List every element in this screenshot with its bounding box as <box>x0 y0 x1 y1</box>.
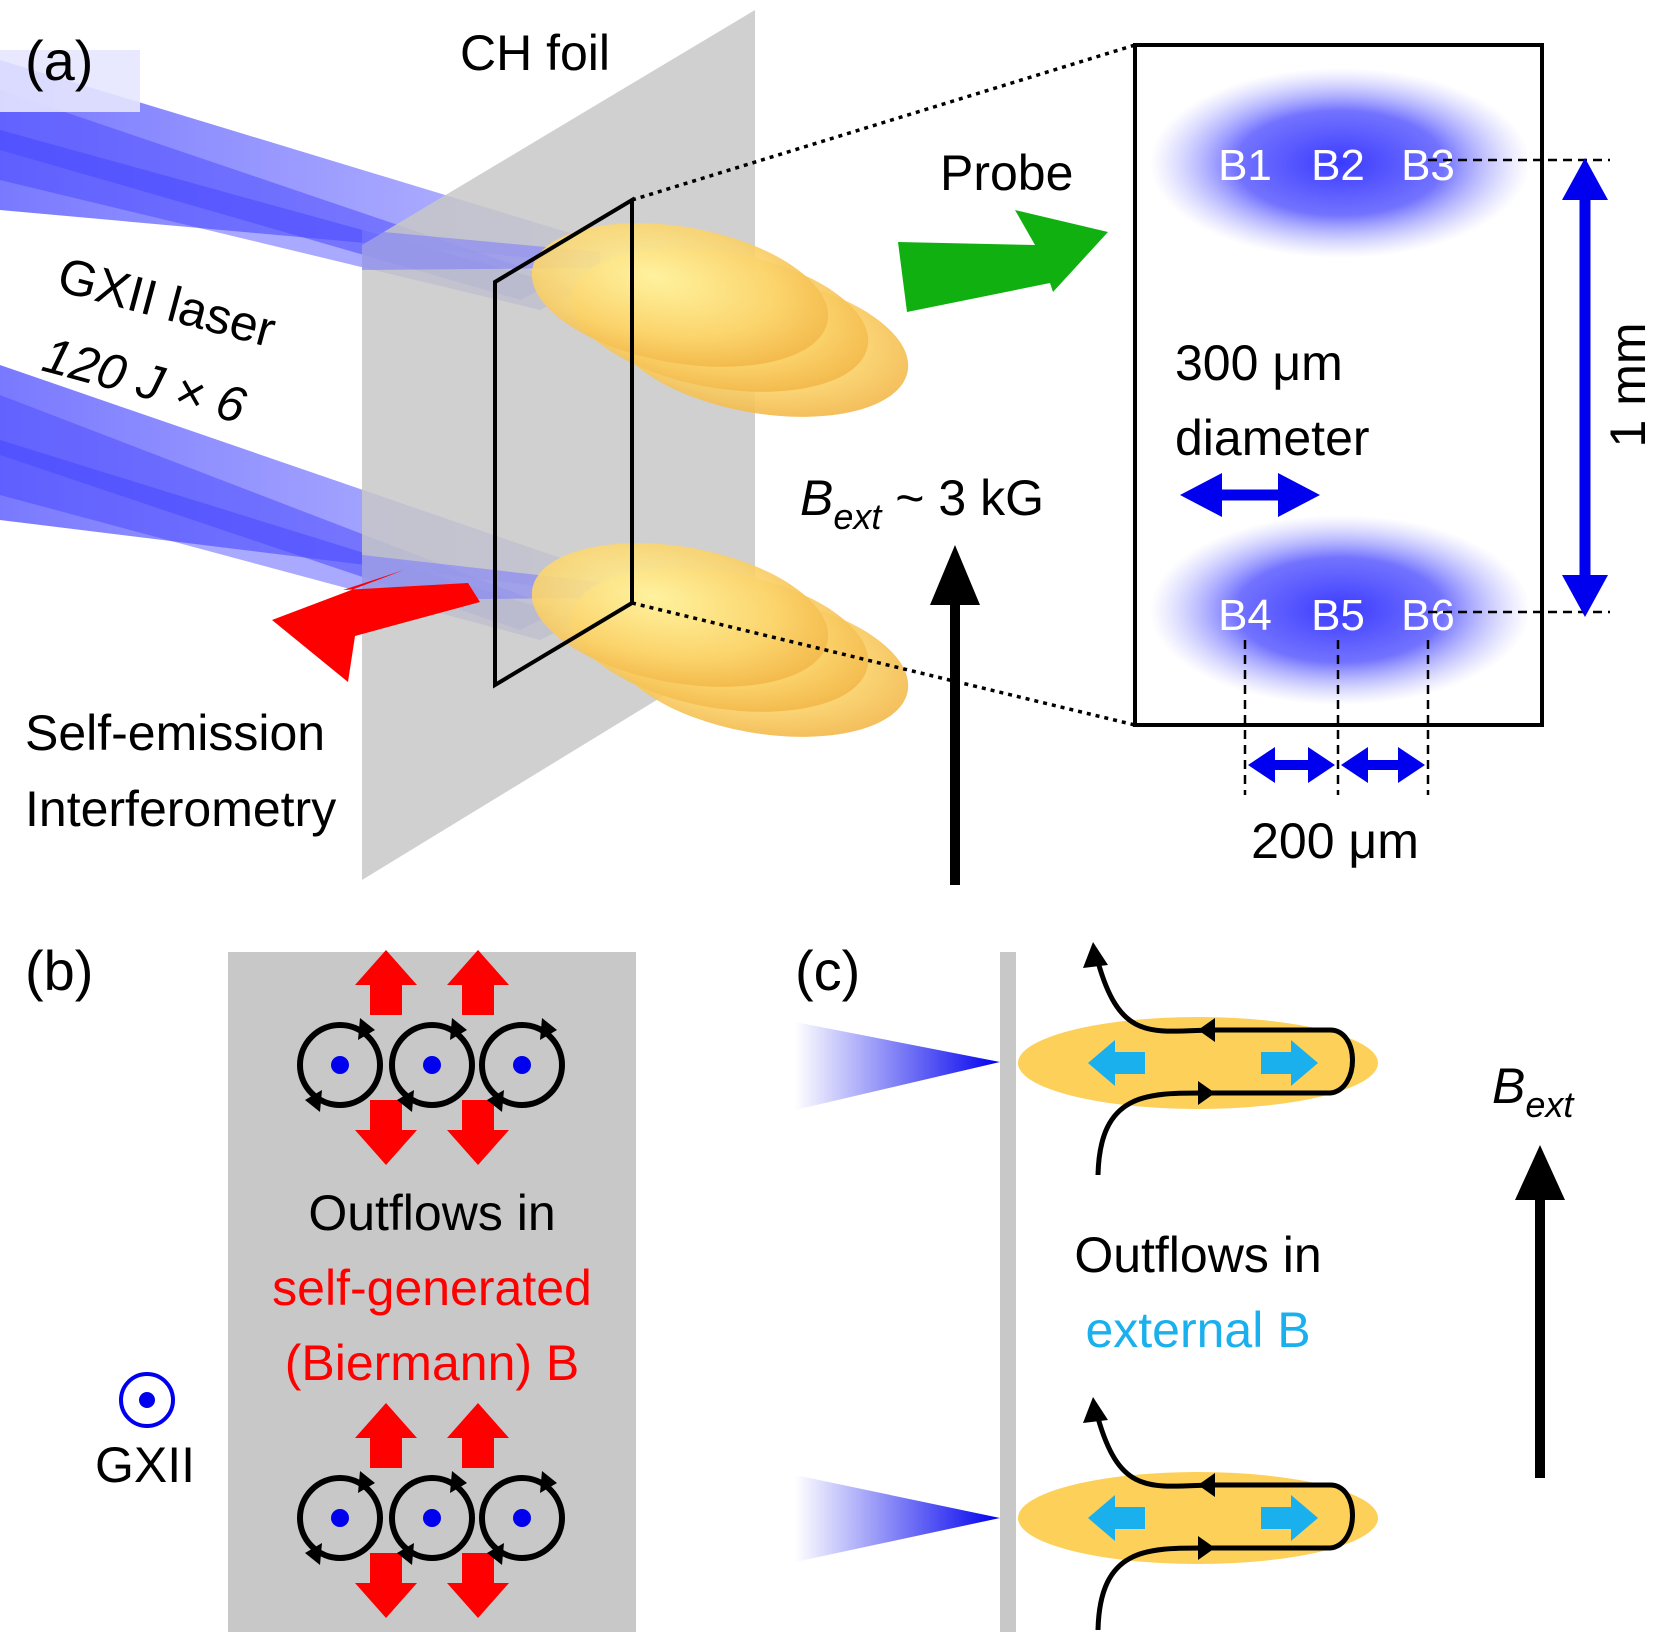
gxii-label: GXII <box>95 1437 195 1493</box>
panel-label-a: (a) <box>25 29 93 92</box>
dim-arrow-1mm <box>1562 158 1608 617</box>
diagnostics-line1: Self-emission <box>25 705 325 761</box>
panel-c: (c) Outflows in external B <box>795 939 1575 1632</box>
probe-arrow <box>898 210 1108 312</box>
panel-b-title-line2: self-generated <box>272 1260 592 1316</box>
beam-label-b3: B3 <box>1401 141 1455 190</box>
bext-label: Bext ~ 3 kG <box>800 470 1044 537</box>
foil-edge <box>1000 952 1016 1632</box>
plasma-lower <box>1018 1397 1378 1631</box>
panel-a: B1 B2 B3 B4 B5 B6 <box>0 10 1656 885</box>
diagnostics-line2: Interferometry <box>25 781 336 837</box>
dim-arrow-300um <box>1180 473 1320 517</box>
beam-label-b6: B6 <box>1401 591 1455 640</box>
diagnostic-arrow <box>272 570 480 682</box>
bext-label-c: Bext <box>1492 1058 1575 1125</box>
spot-size-line2: diameter <box>1175 410 1370 466</box>
laser-cone-upper <box>795 1022 1000 1110</box>
vertical-dim-label: 1 mm <box>1600 323 1656 448</box>
horizontal-dim-label: 200 μm <box>1251 813 1419 869</box>
biermann-group-lower <box>297 1403 565 1618</box>
panel-label-c: (c) <box>795 939 860 1002</box>
beam-label-b4: B4 <box>1218 591 1272 640</box>
spot-size-line1: 300 μm <box>1175 335 1343 391</box>
ch-foil <box>362 10 755 880</box>
probe-label: Probe <box>940 145 1073 201</box>
foil-label: CH foil <box>460 25 610 81</box>
laser-cone-lower <box>795 1475 1000 1562</box>
biermann-group-upper <box>297 950 565 1165</box>
panel-b: (b) <box>25 939 636 1632</box>
beam-label-b2: B2 <box>1311 141 1365 190</box>
plasma-plume-lower <box>531 543 909 737</box>
panel-c-title-line2: external B <box>1085 1302 1310 1358</box>
beam-label-b1: B1 <box>1218 141 1272 190</box>
gxii-direction-icon <box>119 1372 175 1428</box>
panel-b-title-line3: (Biermann) B <box>285 1335 580 1391</box>
dim-arrow-200um <box>1248 747 1425 783</box>
beam-label-b5: B5 <box>1311 591 1365 640</box>
panel-label-b: (b) <box>25 939 93 1002</box>
panel-b-title-line1: Outflows in <box>308 1185 555 1241</box>
panel-c-title-line1: Outflows in <box>1074 1227 1321 1283</box>
bext-arrow-c <box>1515 1145 1565 1478</box>
plasma-plume-upper <box>531 223 909 417</box>
beam-glow-upper <box>1150 68 1530 258</box>
bext-arrow <box>930 545 980 885</box>
plasma-upper <box>1018 942 1378 1176</box>
